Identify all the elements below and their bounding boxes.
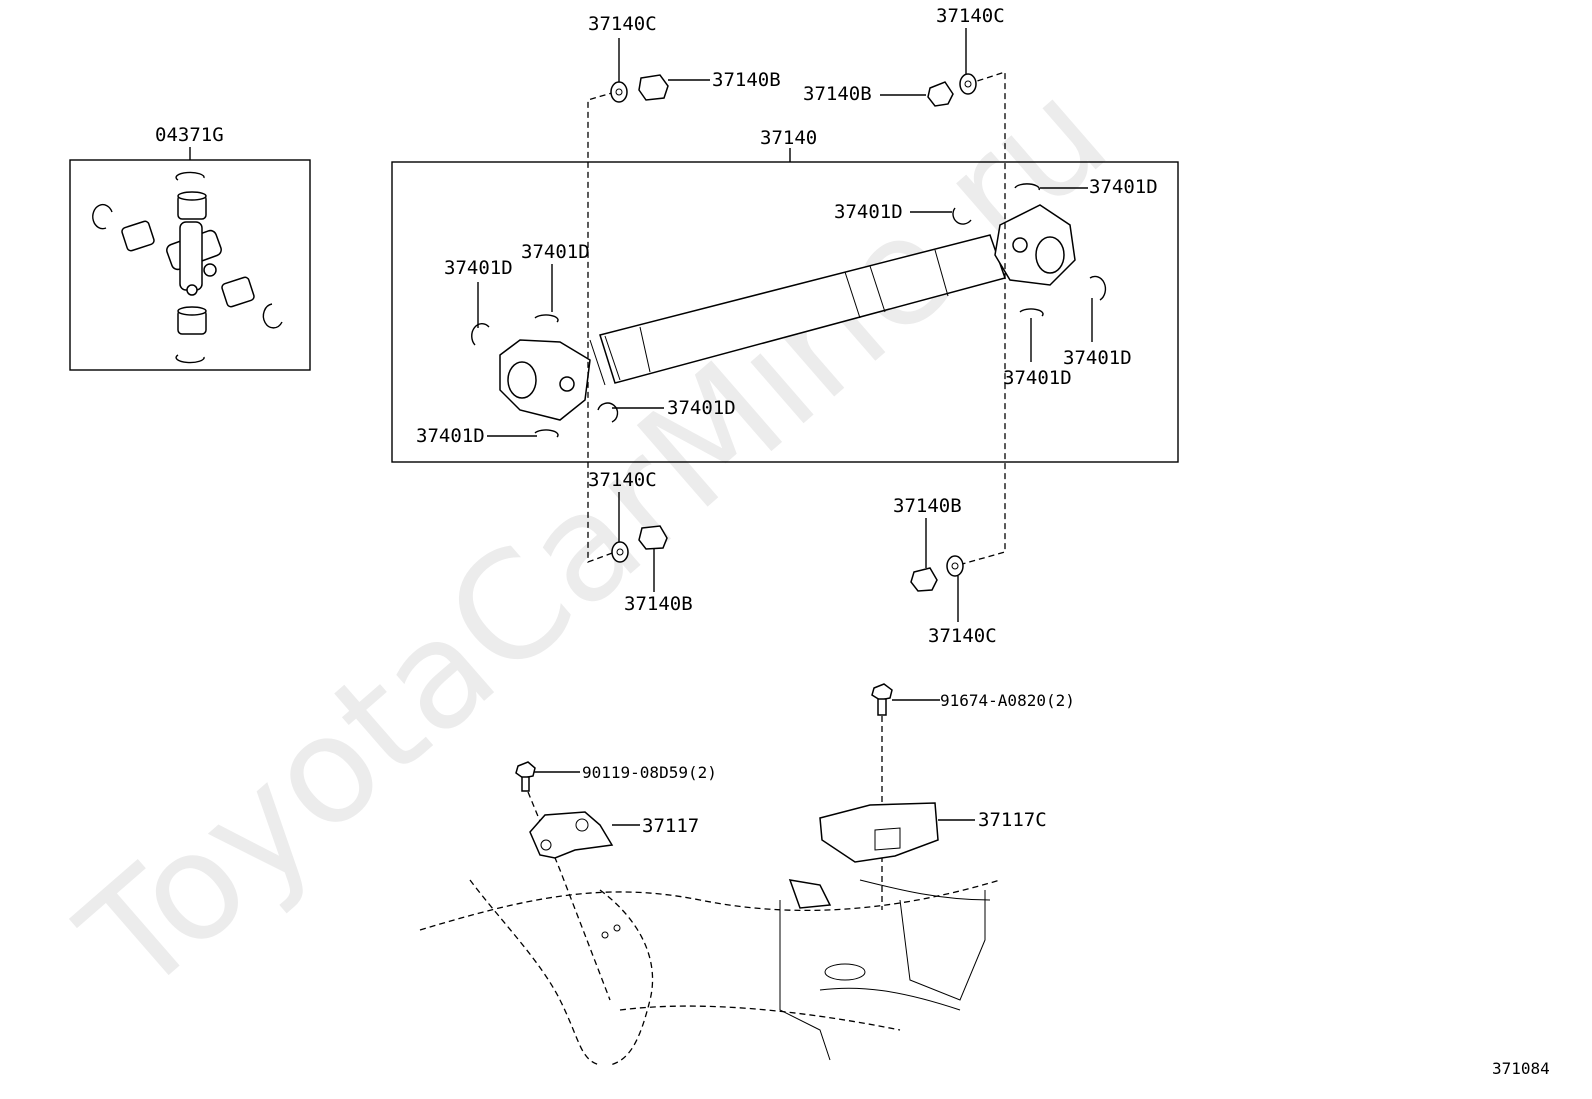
label-snapring-right-top-outer: 37401D bbox=[1089, 176, 1158, 198]
label-nut-top-left: 37140B bbox=[712, 69, 781, 91]
vehicle-frame-outline bbox=[419, 879, 1001, 1066]
cover-37117c-icon bbox=[819, 802, 939, 863]
right-flange-yoke bbox=[994, 204, 1076, 286]
label-snapring-right-top-inner: 37401D bbox=[834, 201, 903, 223]
label-nut-bottom-left: 37140B bbox=[624, 593, 693, 615]
label-washer-bottom-right: 37140C bbox=[928, 625, 997, 647]
spider-icon bbox=[166, 221, 222, 296]
bracket-37117-icon bbox=[529, 811, 614, 859]
label-snapring-center-lower: 37401D bbox=[667, 397, 736, 419]
label-snapring-left-upper: 37401D bbox=[444, 257, 513, 279]
label-washer-top-right: 37140C bbox=[936, 5, 1005, 27]
label-shaft: 37140 bbox=[760, 127, 817, 149]
diagram-code: 371084 bbox=[1492, 1059, 1550, 1078]
label-nut-bottom-right: 37140B bbox=[893, 495, 962, 517]
left-flange-yoke bbox=[499, 339, 591, 421]
bolt-icon bbox=[515, 683, 893, 792]
label-snapring-right-lower-inner: 37401D bbox=[1003, 367, 1072, 389]
snap-ring-icon bbox=[471, 183, 1107, 438]
label-cover: 37117C bbox=[978, 809, 1047, 831]
snap-ring-icon bbox=[92, 171, 283, 364]
label-nut-top-right: 37140B bbox=[803, 83, 872, 105]
label-bolt-bracket: 90119-08D59(2) bbox=[582, 763, 717, 782]
label-bolt-cover: 91674-A0820(2) bbox=[940, 691, 1075, 710]
label-washer-bottom-left: 37140C bbox=[588, 469, 657, 491]
label-bracket: 37117 bbox=[642, 815, 699, 837]
fastener-path-left bbox=[587, 91, 616, 563]
nut-icon bbox=[638, 74, 954, 592]
label-snapring-left-mid: 37401D bbox=[521, 241, 590, 263]
watermark-text: ToyotaCarMine.ru bbox=[49, 48, 1138, 1027]
bearing-cup-icon bbox=[121, 191, 255, 335]
label-snapring-left-lower: 37401D bbox=[416, 425, 485, 447]
label-washer-top-left: 37140C bbox=[588, 13, 657, 35]
kit-box bbox=[69, 147, 311, 371]
label-kit: 04371G bbox=[155, 124, 224, 146]
washer-icon bbox=[610, 73, 977, 577]
label-snapring-right-lower-outer: 37401D bbox=[1063, 347, 1132, 369]
fastener-path-right bbox=[954, 71, 1006, 567]
